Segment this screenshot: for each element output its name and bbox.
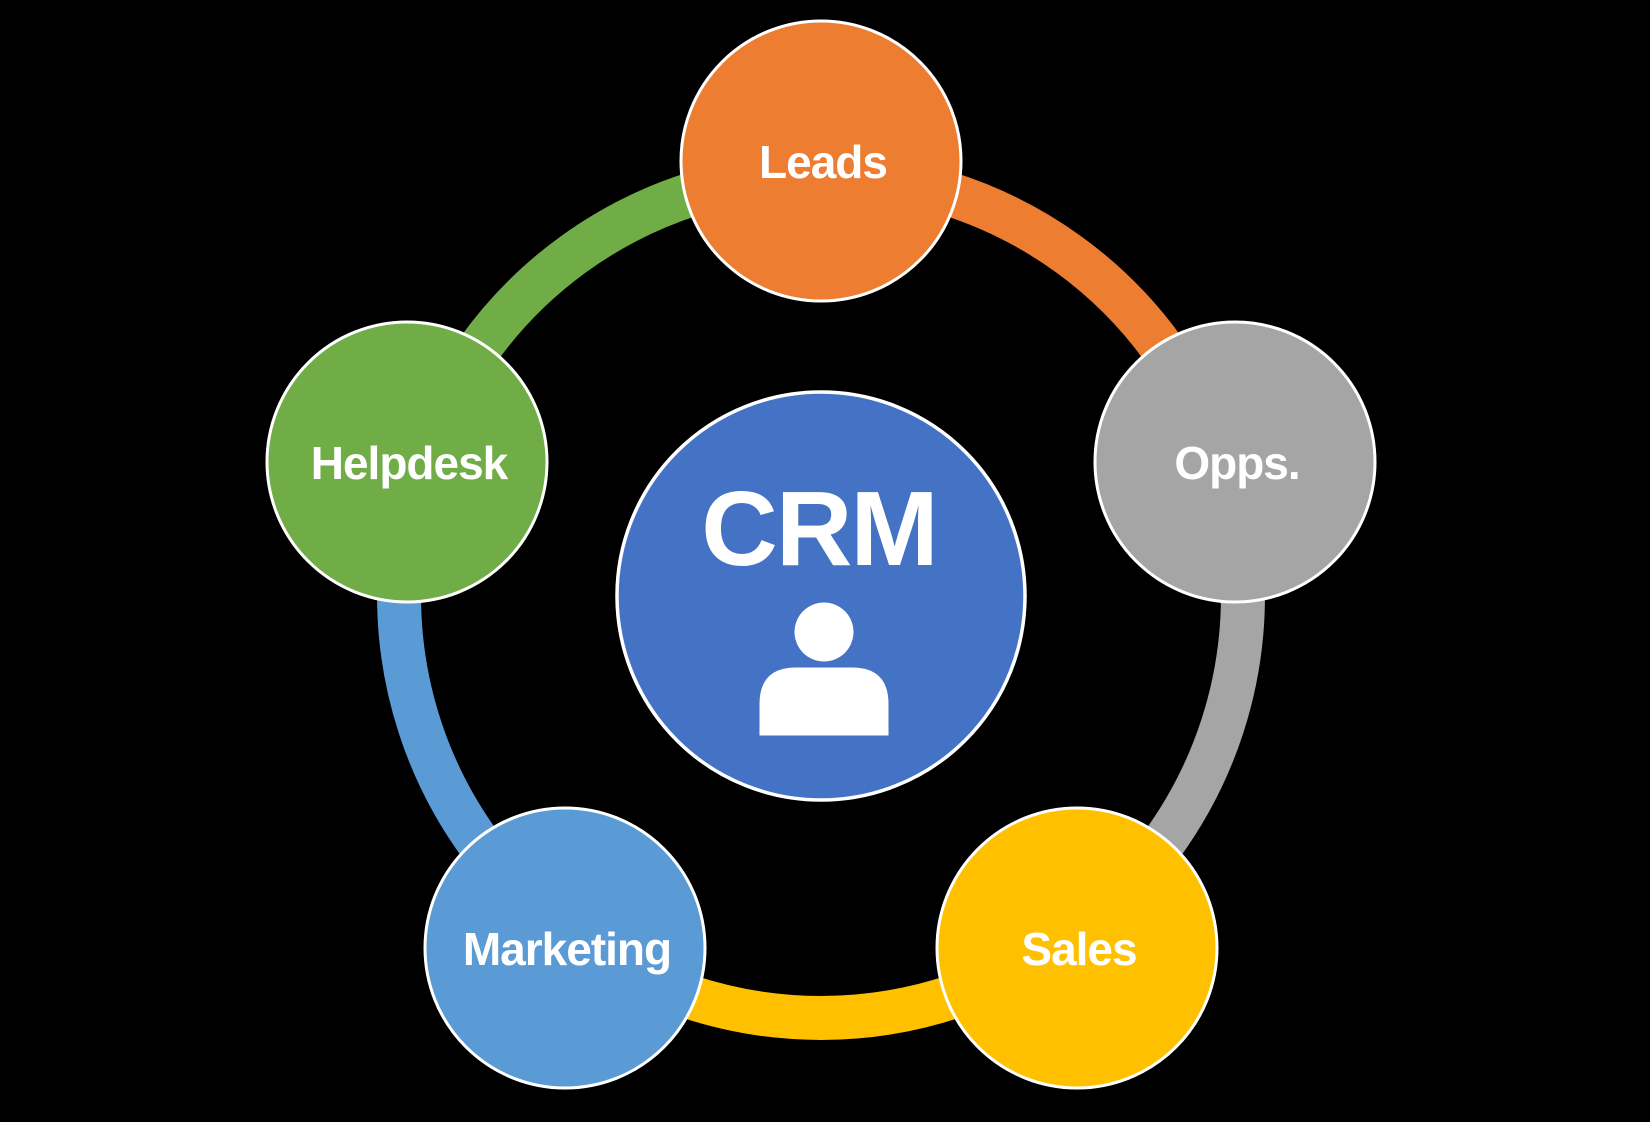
node-sales-label: Sales — [1021, 923, 1136, 975]
node-leads: Leads — [679, 19, 963, 303]
center-label: CRM — [701, 470, 936, 588]
person-icon — [759, 602, 889, 736]
node-opps-label: Opps. — [1174, 437, 1299, 489]
node-marketing: Marketing — [423, 806, 707, 1090]
node-opps-circle — [1093, 320, 1377, 604]
center-circle — [615, 390, 1027, 802]
node-marketing-circle — [423, 806, 707, 1090]
person-icon-body — [759, 667, 889, 736]
node-helpdesk-circle — [265, 320, 549, 604]
node-leads-circle — [679, 19, 963, 303]
node-sales: Sales — [935, 806, 1219, 1090]
node-sales-circle — [935, 806, 1219, 1090]
node-opps: Opps. — [1093, 320, 1377, 604]
node-marketing-label: Marketing — [463, 923, 671, 975]
node-leads-label: Leads — [759, 136, 887, 188]
center-node-crm: CRM — [615, 390, 1027, 802]
node-helpdesk: Helpdesk — [265, 320, 549, 604]
node-helpdesk-label: Helpdesk — [311, 437, 509, 489]
person-icon-head — [794, 602, 854, 662]
